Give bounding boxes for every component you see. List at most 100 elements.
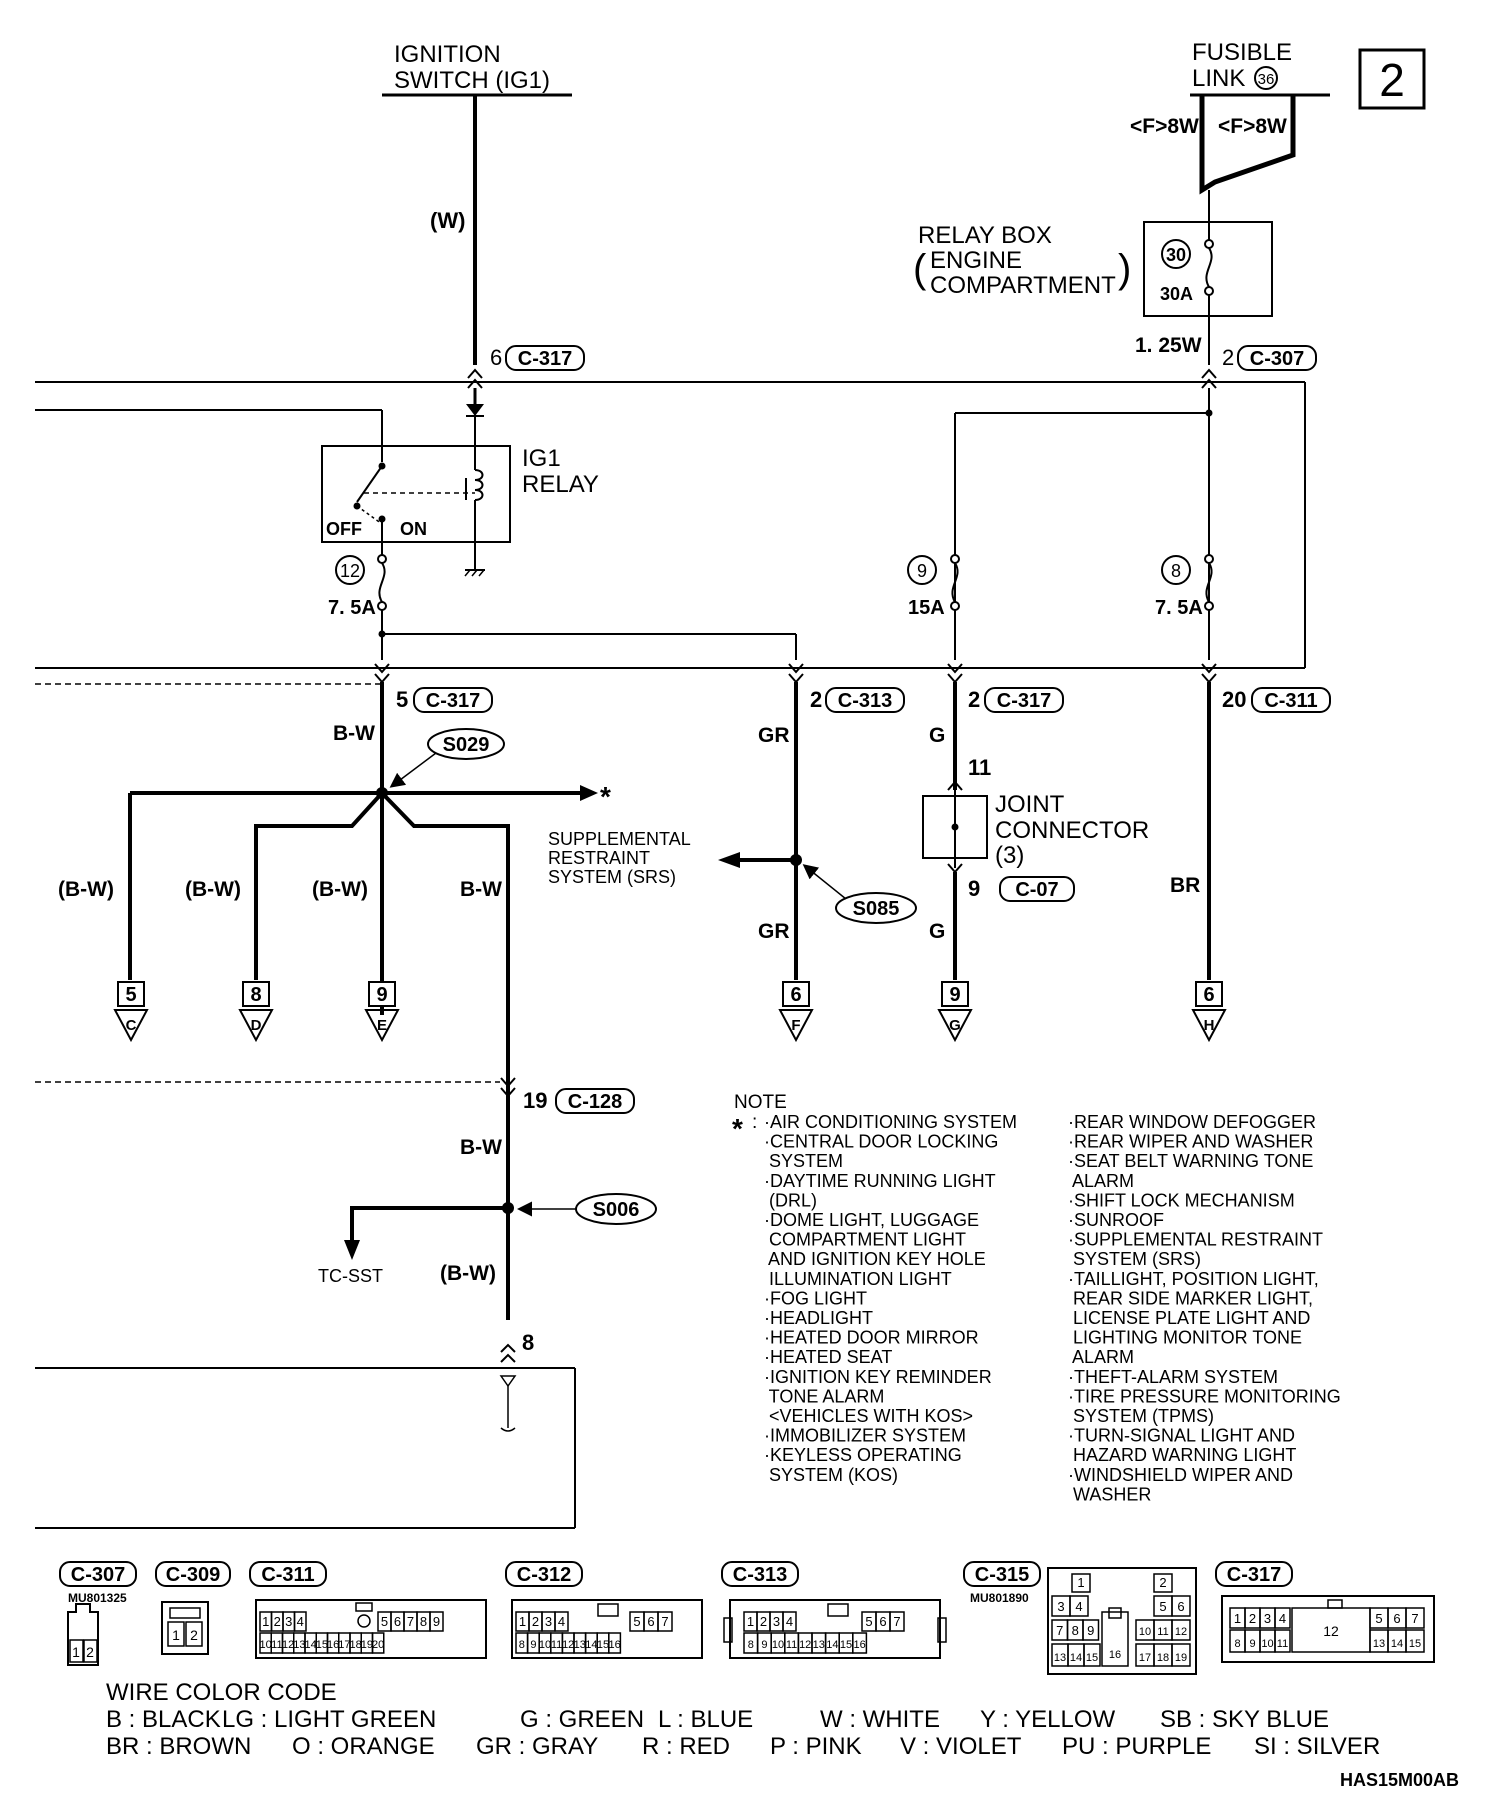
svg-text:9: 9 (949, 984, 960, 1006)
svg-text:16: 16 (327, 1639, 339, 1651)
svg-text:7: 7 (1411, 1611, 1418, 1626)
fusible-wire-right: <F>8W (1218, 115, 1287, 138)
wire-bw-paren-c: (B-W) (58, 878, 114, 901)
fuse-12-circle (335, 555, 365, 585)
note-line: COMPARTMENT LIGHT (764, 1230, 966, 1250)
svg-text:11: 11 (271, 1639, 282, 1651)
svg-text:15: 15 (597, 1639, 609, 1651)
svg-text:2: 2 (1249, 1611, 1256, 1626)
note-line: ·SUPPLEMENTAL RESTRAINT (1068, 1230, 1323, 1250)
note-line: ·CENTRAL DOOR LOCKING (764, 1132, 998, 1152)
svg-text:1: 1 (747, 1614, 754, 1629)
svg-text:8: 8 (748, 1639, 754, 1651)
svg-text:1: 1 (519, 1614, 526, 1629)
wire-br: BR (1170, 874, 1200, 897)
note-line: ALARM (1068, 1171, 1134, 1191)
svg-text:6: 6 (394, 1614, 401, 1629)
note-colon: : (752, 1112, 757, 1133)
fusible-link-label-2: LINK (1192, 65, 1245, 92)
connector-c309: C-309 1 2 (155, 1561, 231, 1655)
svg-text:13: 13 (1373, 1638, 1385, 1650)
svg-text:8: 8 (420, 1614, 427, 1629)
svg-text:13: 13 (813, 1639, 825, 1651)
svg-text:D: D (251, 1017, 262, 1034)
terminal-c: 5 C (113, 981, 149, 1043)
note-line: ·SEAT BELT WARNING TONE (1068, 1151, 1313, 1171)
note-line: REAR SIDE MARKER LIGHT, (1068, 1288, 1313, 1308)
note-line: <VEHICLES WITH KOS> (764, 1406, 973, 1426)
svg-text:8: 8 (1072, 1623, 1079, 1638)
pin-c07-9: 9 (968, 876, 980, 901)
splice-s085: S085 (853, 898, 900, 920)
note-line: WASHER (1068, 1484, 1151, 1504)
doc-code: HAS15M00AB (1340, 1770, 1459, 1790)
note-line: ·DOME LIGHT, LUGGAGE (764, 1210, 979, 1230)
svg-text:2: 2 (532, 1614, 539, 1629)
svg-text:2: 2 (190, 1627, 198, 1643)
svg-text:3: 3 (285, 1614, 292, 1629)
wire-gr-top: GR (758, 724, 790, 747)
srs-label-2: RESTRAINT (548, 848, 650, 868)
svg-text:3: 3 (1057, 1599, 1064, 1614)
fuse-8-rating: 7. 5A (1155, 597, 1203, 619)
relay-on: ON (400, 519, 427, 539)
svg-text:3: 3 (545, 1614, 552, 1629)
ignition-switch-label-1: IGNITION (394, 41, 501, 68)
relay-box-label-3: COMPARTMENT (930, 272, 1116, 299)
svg-text:1: 1 (262, 1614, 269, 1629)
note-line: TONE ALARM (764, 1386, 884, 1406)
wire-bw-paren-lower: (B-W) (440, 1262, 496, 1285)
svg-text:15: 15 (1409, 1638, 1421, 1650)
svg-text:2: 2 (760, 1614, 767, 1629)
conn-c307: C-307 (1250, 348, 1304, 370)
svg-text:7: 7 (407, 1614, 414, 1629)
svg-text:19: 19 (1175, 1652, 1187, 1664)
svg-text:C-315: C-315 (975, 1564, 1029, 1586)
conn-c07: C-07 (1015, 879, 1058, 901)
svg-text:5: 5 (1159, 1599, 1166, 1614)
wire-color-entry: B : BLACK (106, 1706, 221, 1733)
svg-text:6: 6 (1203, 984, 1214, 1006)
pin-bottom-8: 8 (522, 1330, 534, 1355)
svg-text:11: 11 (1157, 1626, 1168, 1638)
note-line: SYSTEM (TPMS) (1068, 1406, 1214, 1426)
svg-text:C-317: C-317 (1227, 1564, 1281, 1586)
pin-joint-11: 11 (968, 755, 991, 780)
svg-text:12: 12 (799, 1639, 811, 1651)
svg-text:3: 3 (773, 1614, 780, 1629)
svg-text:1: 1 (1234, 1611, 1241, 1626)
note-line: ·REAR WINDOW DEFOGGER (1068, 1112, 1316, 1132)
wire-color-entry: G : GREEN (520, 1706, 644, 1733)
fusible-link-number-circle (1254, 66, 1278, 90)
svg-text:14: 14 (1070, 1652, 1082, 1664)
fuse-8-number: 8 (1171, 561, 1181, 581)
svg-text:8: 8 (1234, 1638, 1240, 1650)
note-line: ·REAR WIPER AND WASHER (1068, 1132, 1313, 1152)
fusible-wire-left: <F>8W (1130, 115, 1199, 138)
note-line: ALARM (1068, 1347, 1134, 1367)
svg-text:1: 1 (172, 1627, 180, 1643)
svg-text:12: 12 (282, 1639, 294, 1651)
wire-bw-paren-e: (B-W) (312, 878, 368, 901)
note-line: ·TIRE PRESSURE MONITORING (1068, 1386, 1341, 1406)
svg-text:4: 4 (297, 1614, 304, 1629)
fuse-30-number-circle (1161, 239, 1191, 269)
wire-color-entry: O : ORANGE (292, 1733, 435, 1760)
wire-bw-paren-d: (B-W) (185, 878, 241, 901)
conn-c313: C-313 (838, 690, 892, 712)
conn-c317-mid: C-317 (426, 690, 480, 712)
note-line: ·TAILLIGHT, POSITION LIGHT, (1068, 1269, 1319, 1289)
wire-color-entry: V : VIOLET (900, 1733, 1022, 1760)
svg-text:C-307: C-307 (71, 1564, 125, 1586)
svg-text:13: 13 (1054, 1652, 1066, 1664)
splice-s006: S006 (593, 1199, 640, 1221)
svg-text:1: 1 (72, 1644, 80, 1660)
svg-text:E: E (377, 1017, 387, 1034)
svg-text:4: 4 (1279, 1611, 1286, 1626)
terminal-h: 6 H (1191, 981, 1227, 1043)
